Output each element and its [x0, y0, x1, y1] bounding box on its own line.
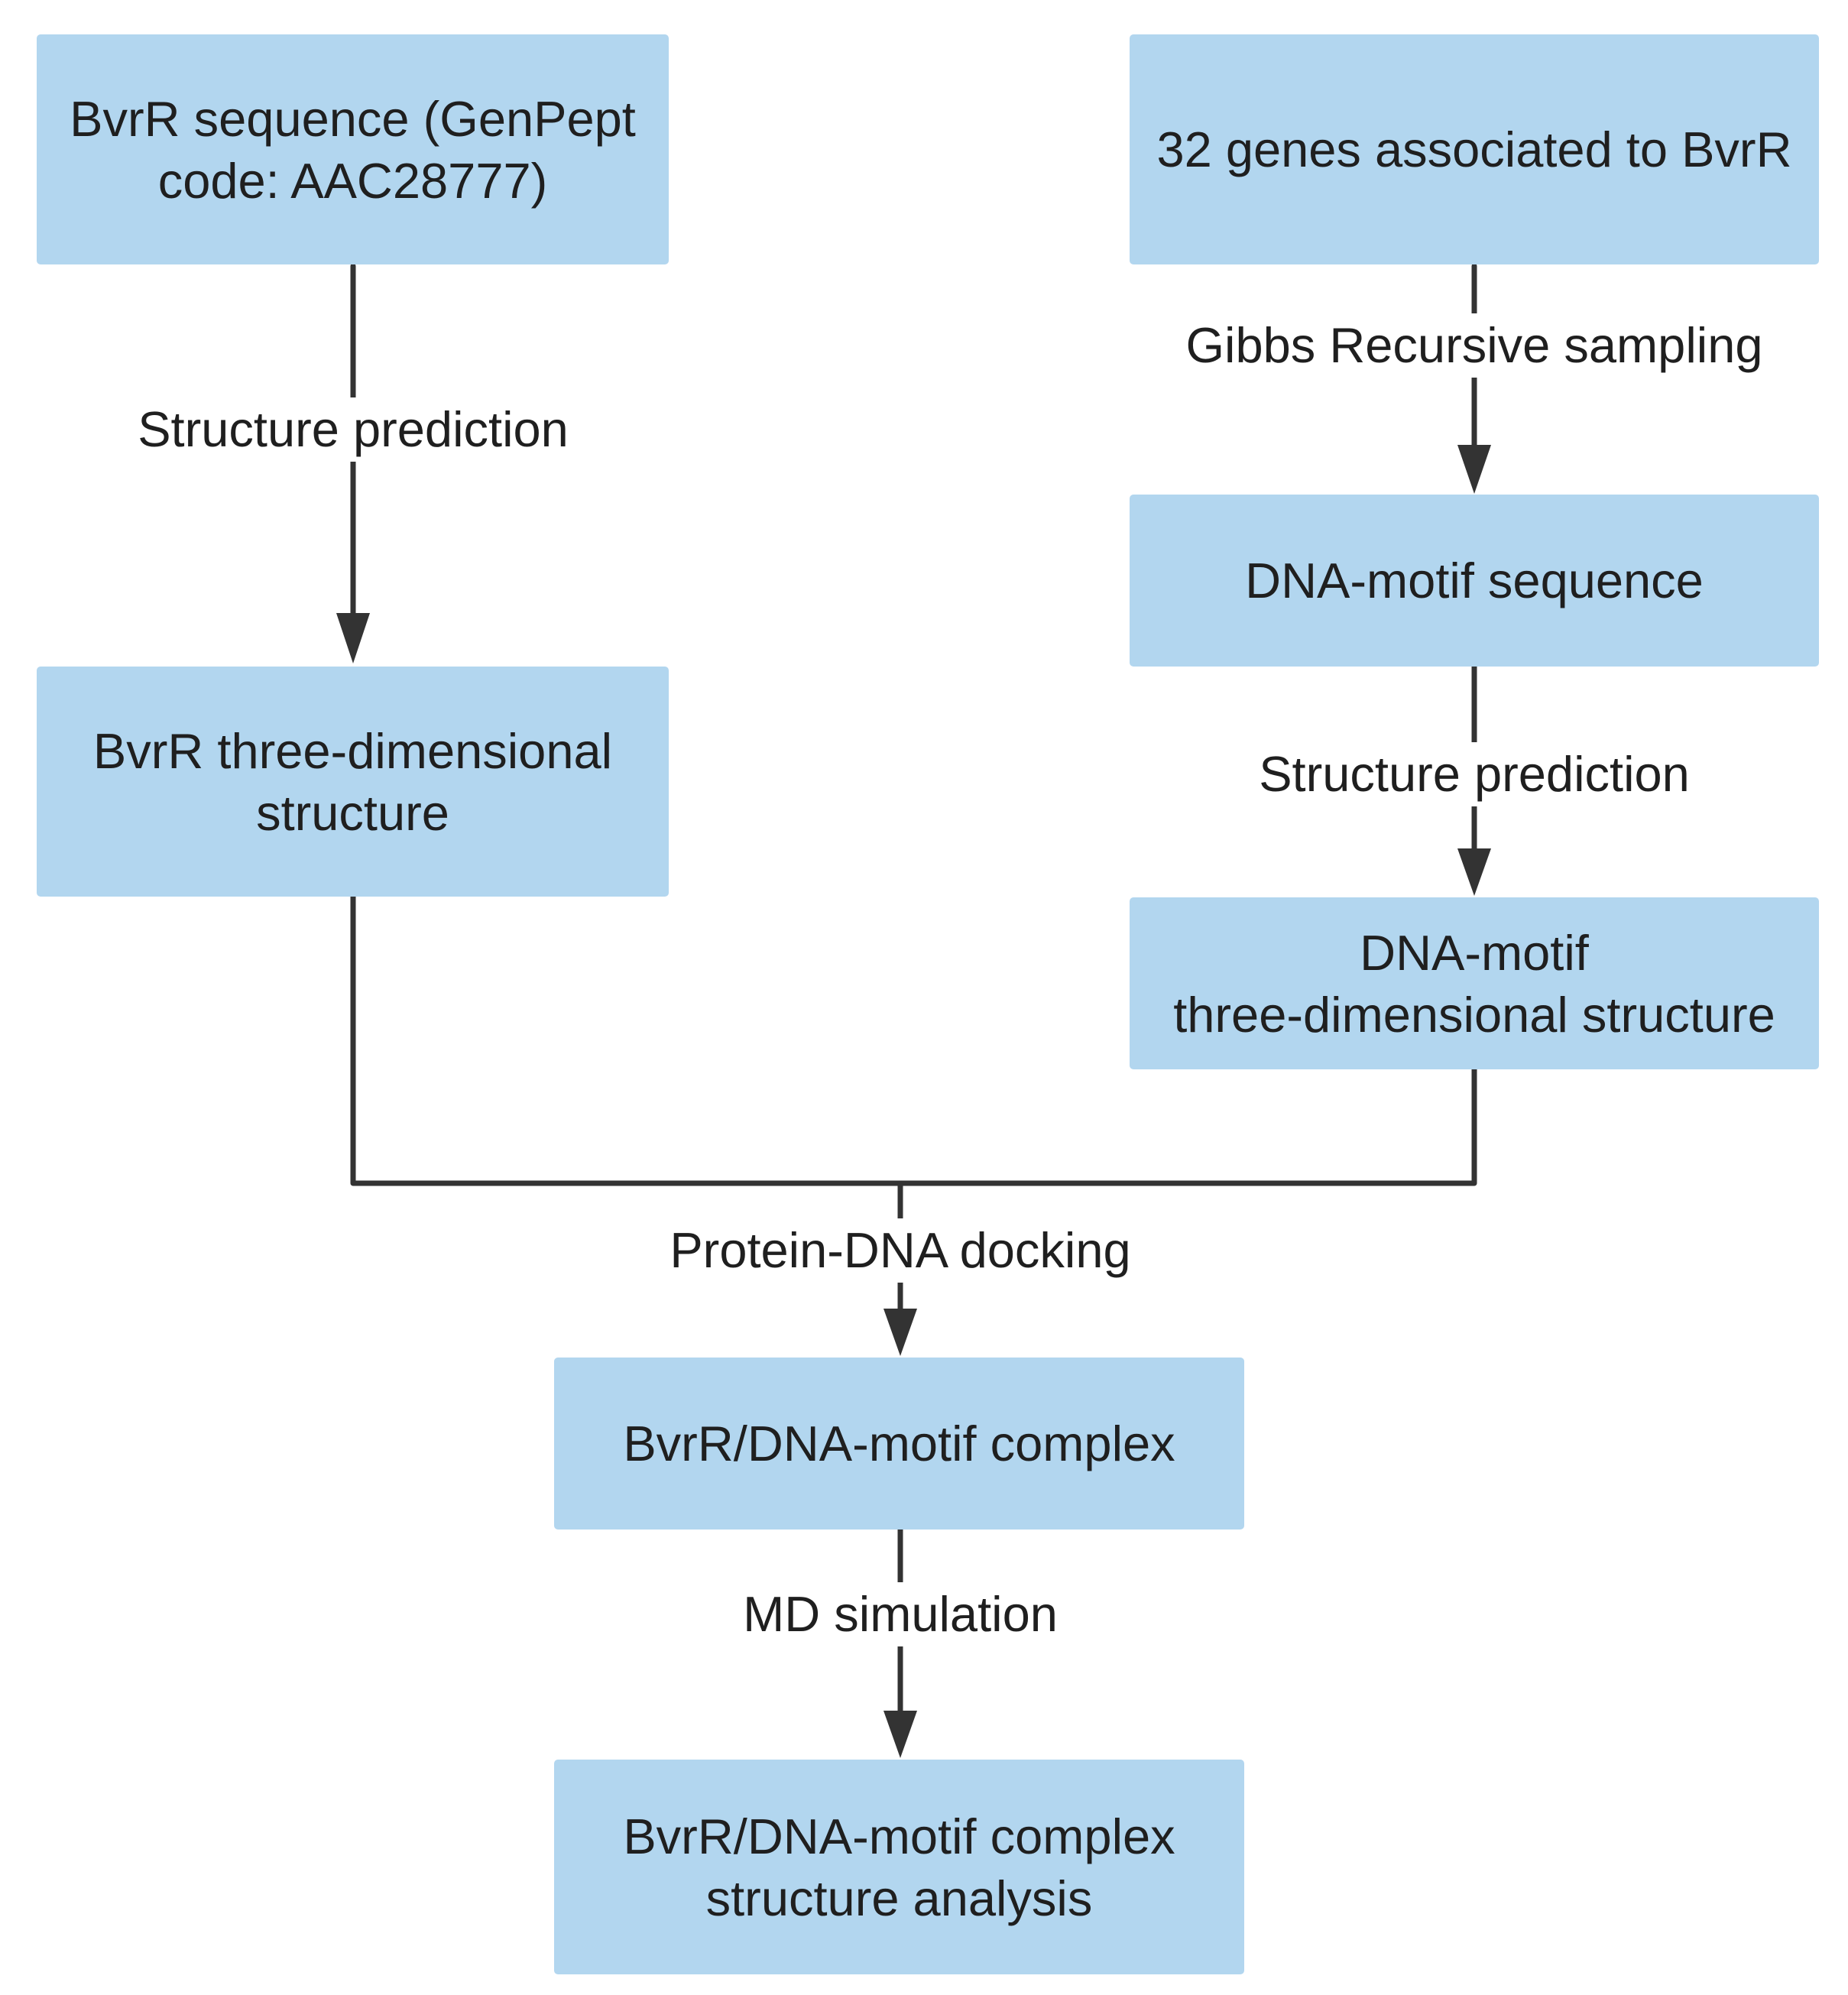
- node-bvrr-3d-structure: BvrR three-dimensional structure: [37, 667, 669, 897]
- edge-label-protein-dna-docking: Protein-DNA docking: [669, 1218, 1131, 1283]
- node-text-line: DNA-motif: [1360, 924, 1589, 981]
- connector-merge: [350, 893, 1477, 1186]
- edge-label-structure-prediction-left: Structure prediction: [138, 397, 569, 462]
- node-text-line: three-dimensional structure: [1173, 986, 1775, 1043]
- arrowhead-left: [336, 613, 370, 663]
- node-32-genes: 32 genes associated to BvrR: [1130, 34, 1819, 264]
- edge-label-structure-prediction-right: Structure prediction: [1259, 742, 1690, 806]
- node-bvrr-sequence: BvrR sequence (GenPept code: AAC28777): [37, 34, 669, 264]
- node-text-line: structure: [256, 784, 449, 841]
- arrowhead-gibbs: [1457, 445, 1491, 494]
- node-text-line: 32 genes associated to BvrR: [1156, 122, 1792, 177]
- node-dna-motif-3d-structure: DNA-motif three-dimensional structure: [1130, 897, 1819, 1069]
- arrowhead-right-structure: [1457, 848, 1491, 896]
- node-text-line: BvrR sequence (GenPept: [70, 90, 636, 147]
- arrowhead-docking: [883, 1309, 917, 1356]
- node-text-line: DNA-motif sequence: [1245, 553, 1704, 608]
- node-text-line: code: AAC28777): [157, 152, 548, 209]
- node-text-line: structure analysis: [705, 1870, 1093, 1926]
- edge-label-md-simulation: MD simulation: [743, 1582, 1058, 1646]
- edge-label-gibbs-sampling: Gibbs Recursive sampling: [1185, 313, 1763, 378]
- node-text-line: BvrR/DNA-motif complex: [623, 1416, 1175, 1471]
- node-complex: BvrR/DNA-motif complex: [554, 1358, 1244, 1530]
- node-complex-analysis: BvrR/DNA-motif complex structure analysi…: [554, 1760, 1244, 1974]
- node-dna-motif-sequence: DNA-motif sequence: [1130, 495, 1819, 667]
- node-text-line: BvrR/DNA-motif complex: [623, 1808, 1175, 1864]
- arrowhead-md: [883, 1711, 917, 1758]
- node-text-line: BvrR three-dimensional: [92, 722, 613, 779]
